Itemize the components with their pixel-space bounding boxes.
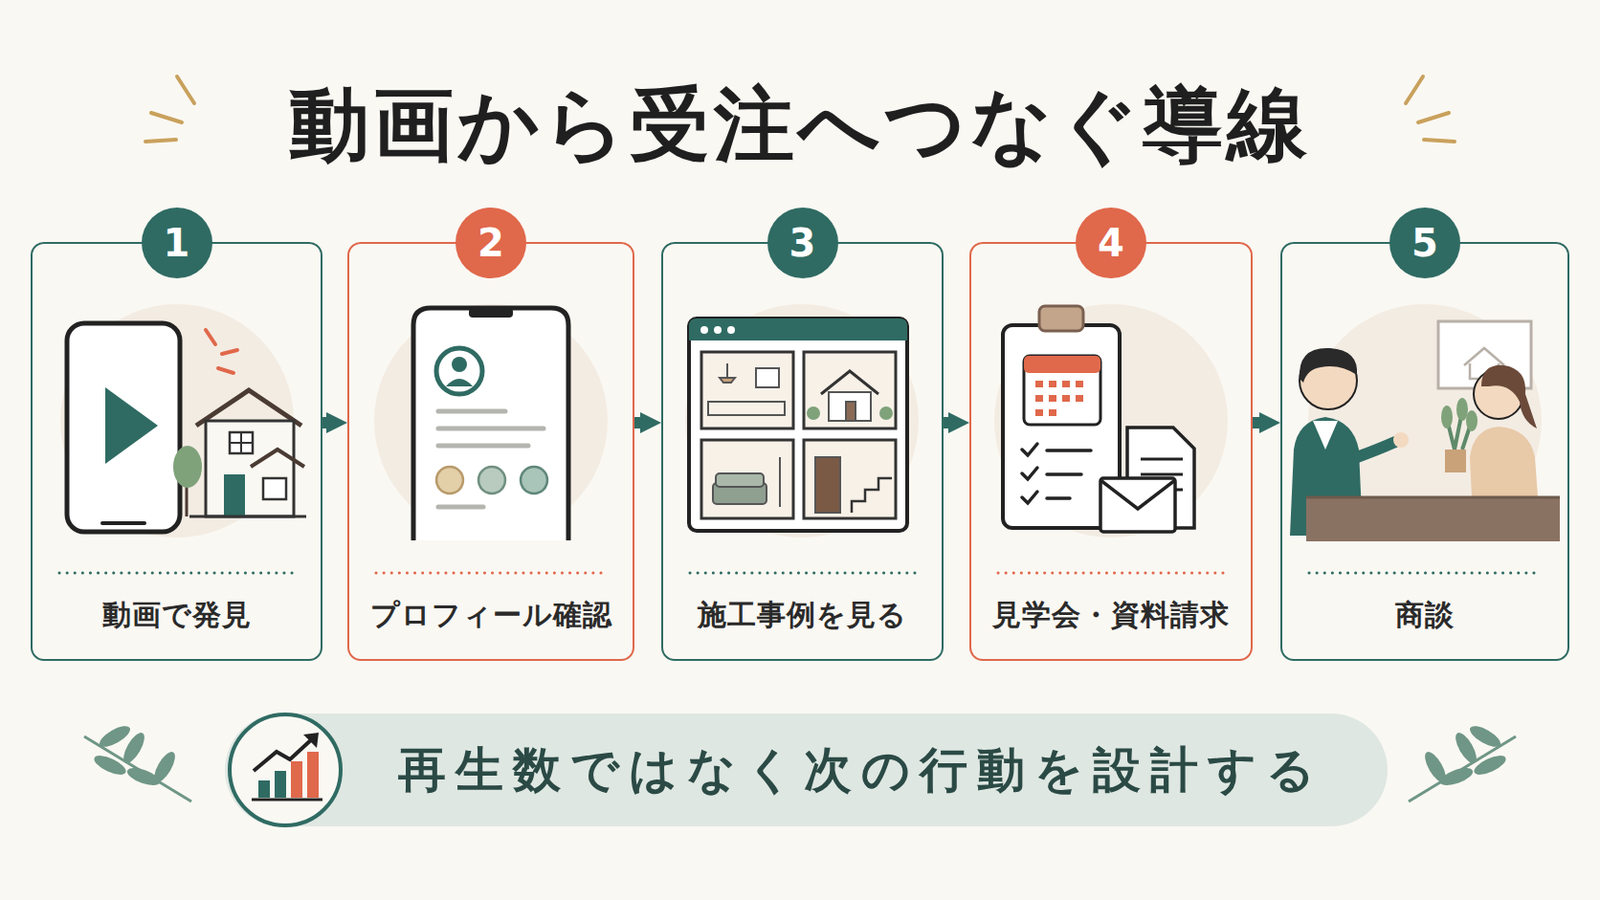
growth-icon — [222, 708, 348, 833]
step-number: 2 — [455, 207, 527, 279]
flow-arrow — [1252, 417, 1260, 429]
flow-arrow — [322, 417, 327, 429]
step-label: プロフィール確認 — [356, 586, 625, 645]
diagram-title: 動画から受注へつなぐ導線 — [0, 76, 1600, 174]
step-label: 動画で発見 — [40, 586, 313, 645]
step-number: 4 — [1075, 207, 1147, 279]
step-card: 2プロフィール確認 — [347, 242, 635, 662]
flow-arrow — [943, 417, 949, 429]
phone-house-icon — [66, 323, 307, 533]
flow-arrow — [634, 417, 641, 429]
step-card: 1動画で発見 — [30, 242, 323, 662]
case-gallery-icon — [688, 318, 908, 532]
step-card: 3施工事例を見る — [661, 242, 944, 662]
meeting-icon — [1289, 321, 1560, 542]
key-message: 再生数ではなく次の行動を設計する — [398, 713, 1325, 827]
step-number: 1 — [141, 207, 213, 279]
step-number: 5 — [1389, 207, 1461, 279]
dotted-rule — [59, 572, 1541, 576]
message-band: 再生数ではなく次の行動を設計する — [224, 713, 1388, 827]
step-number: 3 — [767, 207, 839, 279]
step-card: 4見学会・資料請求 — [969, 242, 1253, 662]
profile-phone-icon — [413, 308, 569, 541]
step-card: 5商談 — [1280, 242, 1570, 662]
step-label: 見学会・資料請求 — [978, 586, 1244, 645]
step-label: 商談 — [1289, 586, 1560, 645]
step-label: 施工事例を見る — [670, 586, 934, 645]
request-icon — [1002, 306, 1195, 533]
